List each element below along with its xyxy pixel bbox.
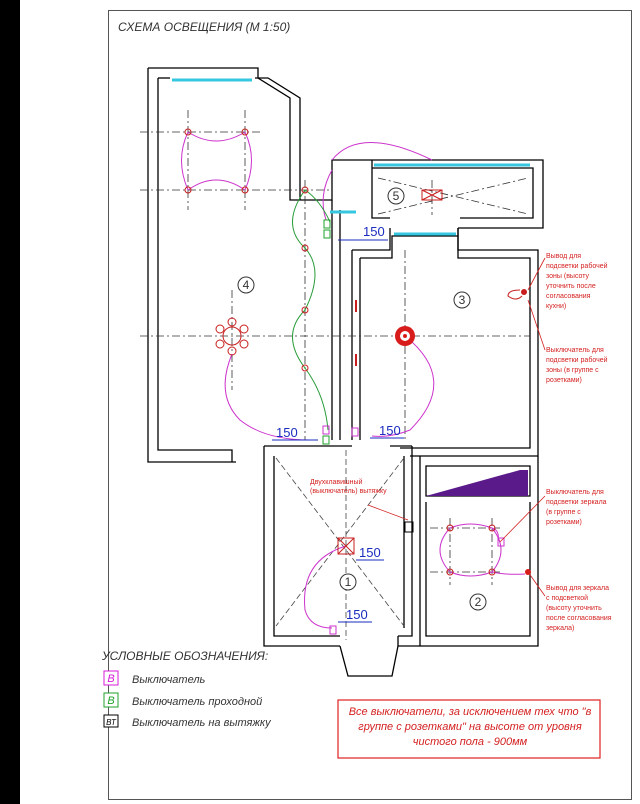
chandelier-icon	[215, 317, 249, 356]
switch-symbols	[322, 219, 505, 635]
axis-lines	[140, 110, 530, 585]
kitchen-counter	[426, 470, 528, 496]
room-number: 2	[475, 595, 482, 609]
work-light-output-icon	[507, 289, 527, 300]
legend-item-passthrough-switch: В Выключатель проходной	[103, 692, 262, 708]
legend-label: Выключатель проходной	[132, 696, 262, 708]
legend-item-hood-switch: ВТ Выключатель на вытяжку	[103, 714, 272, 729]
legend-heading: УСЛОВНЫЕ ОБОЗНАЧЕНИЯ:	[101, 649, 268, 663]
legend-symbol: ВТ	[106, 718, 117, 727]
switch-wiring	[181, 131, 526, 629]
windows	[172, 78, 530, 236]
hall-diagonals	[275, 450, 405, 640]
drawing-sheet	[20, 0, 640, 804]
room-number: 4	[243, 278, 250, 292]
annotation-mirror-output: Вывод для зеркала с подсветкой (высоту у…	[546, 585, 612, 632]
annotation-work-light-output: Вывод для подсветки рабочей зоны (высоту…	[546, 253, 608, 310]
dimension-label: 150	[346, 607, 368, 622]
legend-symbol: В	[107, 673, 114, 685]
walls	[147, 67, 544, 677]
room-number: 1	[345, 575, 352, 589]
annotation-double-switch: Двухклавишный (выключатель) вытяжку	[310, 479, 387, 495]
plan-title: СХЕМА ОСВЕЩЕНИЯ (М 1:50)	[118, 20, 290, 34]
dimension-label: 150	[359, 545, 381, 560]
vent-fan-icon	[421, 189, 443, 201]
annotation-leaders	[367, 257, 546, 597]
footnote-box	[337, 699, 601, 759]
dimension-label: 150	[276, 425, 298, 440]
kitchen-light-icon	[395, 326, 415, 346]
room-number: 3	[459, 293, 466, 307]
footnote-text: Все выключатели, за исключением тех что …	[348, 706, 592, 748]
legend-label: Выключатель	[132, 674, 206, 686]
legend-symbol: В	[107, 695, 114, 707]
dimension-label: 150	[363, 224, 385, 239]
legend-label: Выключатель на вытяжку	[132, 717, 272, 729]
annotation-mirror-switch: Выключатель для подсветки зеркала (в гру…	[546, 489, 607, 526]
room-number: 5	[393, 189, 400, 203]
legend-item-switch: В Выключатель	[103, 670, 206, 686]
annotations: Вывод для подсветки рабочей зоны (высоту…	[310, 253, 612, 632]
hall-light-icon	[337, 537, 355, 555]
drawing-frame	[108, 10, 632, 800]
annotation-work-light-switch: Выключатель для подсветки рабочей зоны (…	[546, 347, 608, 384]
room-markers: 5 4 3 1 2	[237, 187, 487, 611]
dimension-label: 150	[379, 423, 401, 438]
dimension-marks	[272, 239, 404, 623]
light-points	[184, 128, 496, 576]
dimension-labels: 150 150 150 150 150	[276, 224, 401, 622]
